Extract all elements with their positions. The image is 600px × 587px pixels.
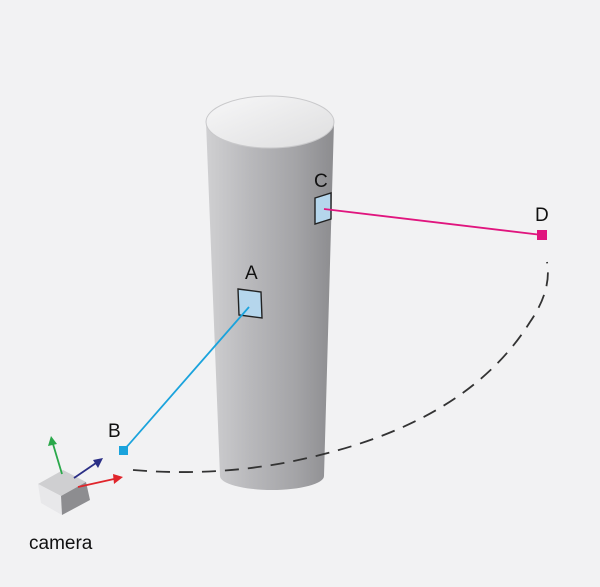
camera-axes — [48, 436, 123, 488]
axis-forward-line — [73, 462, 97, 479]
axis-right-arrowhead — [113, 474, 123, 484]
point-d-marker — [537, 230, 547, 240]
ray-c-d — [323, 208, 543, 236]
label-a: A — [245, 263, 258, 284]
axis-forward-arrowhead — [93, 458, 103, 468]
camera-cube-right — [61, 482, 90, 515]
camera-cube-left — [38, 484, 62, 515]
cylinder-top — [205, 95, 335, 149]
label-c: C — [314, 171, 328, 192]
ray-a-b — [123, 306, 250, 451]
cylinder — [205, 95, 335, 490]
camera-cube-top — [38, 470, 86, 496]
patch-c — [314, 192, 332, 225]
cylinder-body — [206, 122, 334, 490]
point-b-marker — [119, 446, 128, 455]
camera-path — [132, 261, 549, 473]
patch-a — [237, 288, 263, 319]
axis-up-arrowhead — [48, 436, 57, 446]
label-camera: camera — [29, 533, 93, 554]
axis-up-line — [52, 443, 63, 475]
axis-right-line — [77, 478, 115, 488]
camera-cube-icon — [38, 470, 90, 515]
label-b: B — [108, 421, 121, 442]
label-d: D — [535, 205, 549, 226]
